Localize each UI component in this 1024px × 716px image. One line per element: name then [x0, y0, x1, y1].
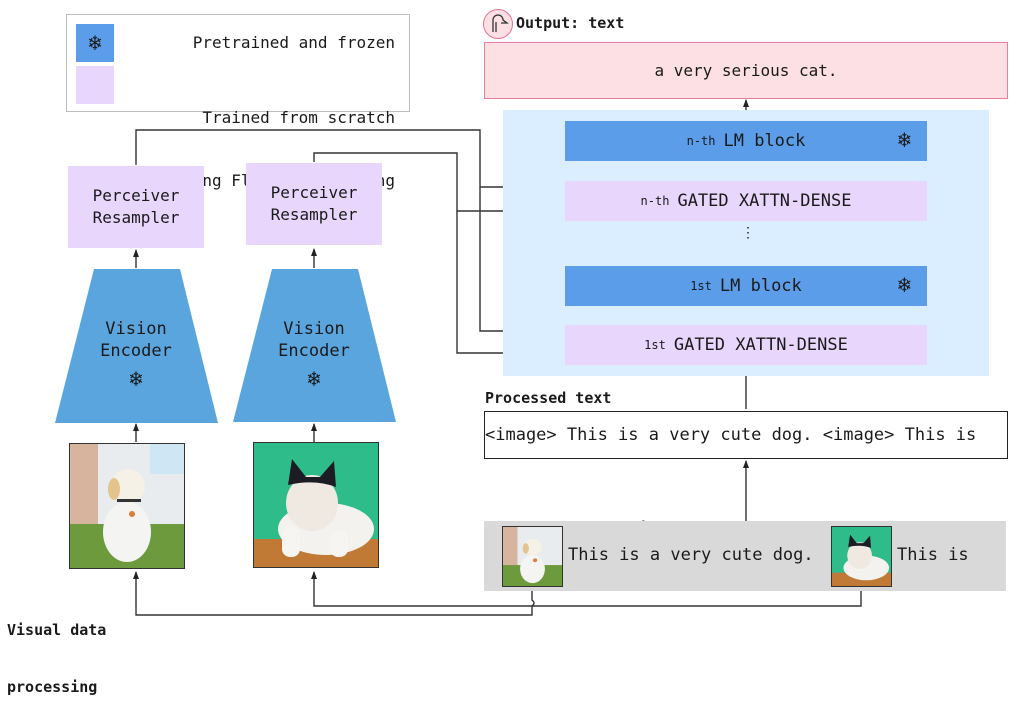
cat-photo: [253, 442, 379, 568]
vision-encoder-1-label: Vision Encoder: [56, 318, 216, 362]
encoder-1-line2: Encoder: [100, 341, 172, 361]
first-gated-xattn-block: 1st GATED XATTN-DENSE: [565, 325, 927, 365]
snowflake-icon: ❄: [897, 128, 911, 153]
arrow-input-cat-to-image2: [311, 571, 862, 607]
snowflake-icon: ❄: [88, 30, 102, 56]
first-lm-block: 1st LM block ❄: [565, 266, 927, 306]
arrow-input-dog-to-image1: [133, 571, 535, 616]
nth-lm-block: n-th LM block ❄: [565, 121, 927, 161]
visual-label-line1: Visual data: [7, 621, 107, 639]
input-text-segment-1: This is a very cute dog.: [568, 545, 814, 565]
resampler-1-line2: Resampler: [92, 208, 180, 227]
perceiver-resampler-2: Perceiver Resampler: [246, 163, 382, 245]
nth-lm-block-prefix: n-th: [686, 134, 716, 148]
snowflake-icon: ❄: [307, 367, 321, 392]
legend-label-trained-line1: Trained from scratch: [202, 108, 395, 127]
encoder-1-line1: Vision: [105, 319, 167, 339]
layer-ellipsis: ⋮: [741, 225, 755, 241]
encoder-2-line2: Encoder: [278, 341, 350, 361]
visual-data-processing-label: Visual data processing: [7, 583, 106, 716]
arrow-resampler2-to-nth-xattn: [313, 152, 563, 214]
nth-xattn-prefix: n-th: [640, 194, 670, 208]
output-text-box: a very serious cat.: [484, 42, 1008, 99]
vision-encoder-2-shape: [233, 269, 396, 422]
first-lm-block-label: LM block: [719, 276, 802, 296]
vision-encoder-1-shape: [55, 269, 218, 423]
legend-swatch-frozen: ❄: [76, 24, 114, 62]
first-lm-block-prefix: 1st: [690, 279, 712, 293]
input-cat-thumbnail: [831, 526, 892, 587]
nth-gated-xattn-block: n-th GATED XATTN-DENSE: [565, 181, 927, 221]
resampler-2-line2: Resampler: [270, 205, 358, 224]
nth-lm-block-label: LM block: [723, 131, 806, 151]
resampler-1-line1: Perceiver: [92, 186, 180, 205]
output-label: Output: text: [516, 14, 625, 32]
vision-encoder-2-label: Vision Encoder: [234, 318, 394, 362]
perceiver-resampler-1: Perceiver Resampler: [68, 166, 204, 248]
nth-xattn-label: GATED XATTN-DENSE: [677, 191, 852, 211]
snowflake-icon: ❄: [897, 273, 911, 298]
resampler-2-line1: Perceiver: [270, 183, 358, 202]
processed-text-box: <image> This is a very cute dog. <image>…: [484, 411, 1008, 459]
legend-label-frozen: Pretrained and frozen: [192, 33, 395, 52]
interleaved-input-strip: [484, 521, 1006, 591]
input-text-segment-2: This is: [897, 545, 969, 565]
dog-photo: [69, 443, 185, 569]
first-xattn-label: GATED XATTN-DENSE: [673, 335, 848, 355]
visual-label-line2: processing: [7, 678, 98, 696]
processed-text-label: Processed text: [485, 389, 612, 407]
first-xattn-prefix: 1st: [644, 338, 666, 352]
encoder-2-line1: Vision: [283, 319, 345, 339]
legend-swatch-trained: [76, 66, 114, 104]
snowflake-icon: ❄: [129, 367, 143, 392]
input-dog-thumbnail: [502, 526, 563, 587]
flamingo-icon: [483, 9, 513, 39]
vision-encoders: [55, 269, 396, 423]
